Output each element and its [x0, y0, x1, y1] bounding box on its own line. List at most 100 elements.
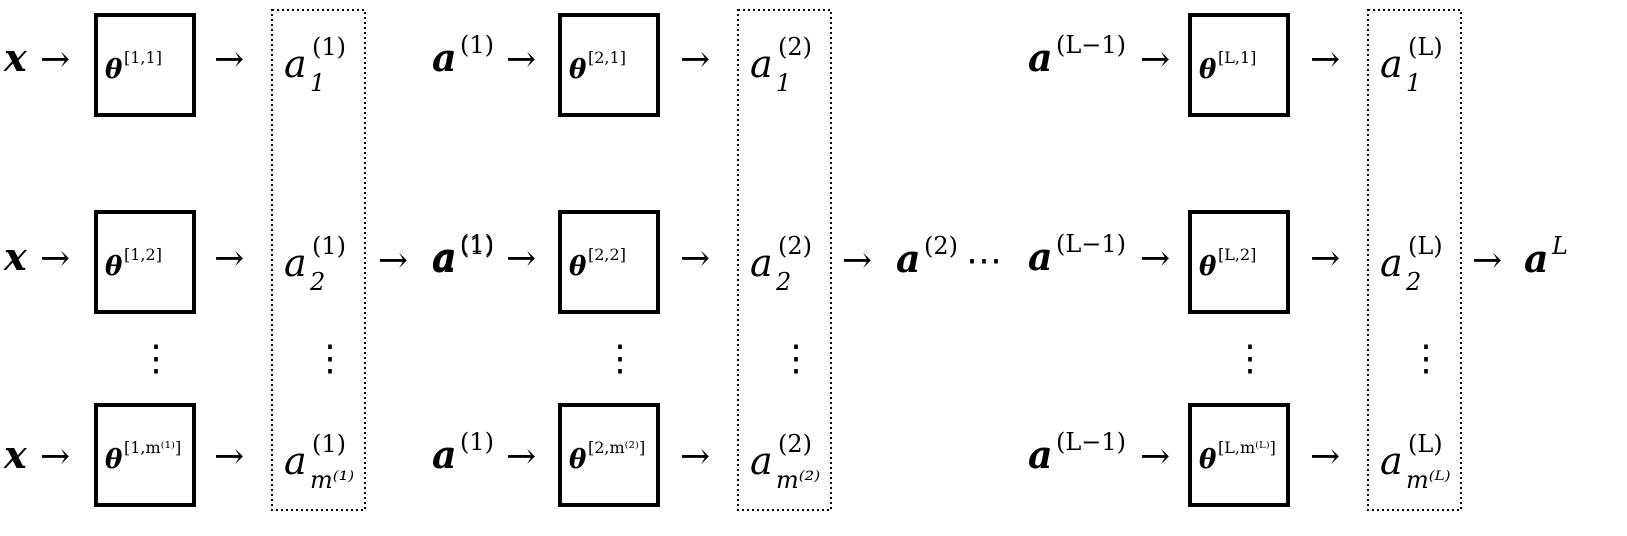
theta-box-l3r3-sup: [L,m⁽ᴸ⁾] [1218, 438, 1276, 457]
theta-box-l2r1: θ[2,1] [558, 13, 660, 117]
input-layer2-row3-sup: (1) [460, 428, 494, 456]
activation-l1r1-sub: 1 [310, 69, 325, 97]
activation-l3r1-sub: 1 [1406, 69, 1421, 97]
activation-l2r3-sup: (2) [778, 430, 812, 458]
theta-box-l3r3: θ[L,m⁽ᴸ⁾] [1188, 403, 1290, 507]
activation-l1r1: a(1)1 [284, 33, 346, 97]
input-layer3-row1-sup: (L−1) [1056, 31, 1126, 59]
link-a2-middle-base: a [896, 236, 921, 281]
link-a1-middle-base: a [432, 236, 457, 281]
activation-column-3 [1367, 9, 1462, 511]
activation-l2r3: a(2) m⁽²⁾ [750, 430, 820, 494]
vdots-theta-l1: ⋮ [138, 338, 174, 379]
theta-box-l1r1-theta: θ [105, 55, 123, 85]
activation-l1r3-sup: (1) [312, 430, 346, 458]
arrow-out-l3r1: → [1310, 39, 1340, 80]
arrow-out-l1r2: → [214, 238, 244, 279]
theta-box-l1r3-sup: [1,m⁽¹⁾] [124, 438, 181, 457]
theta-box-l3r3-frame [1188, 403, 1290, 507]
input-layer3-row1: a(L−1) [1028, 31, 1126, 80]
final-output-sup: L [1551, 232, 1568, 260]
arrow-in-l3r1: → [1140, 39, 1170, 80]
input-layer1-row3: x [3, 432, 28, 477]
input-layer3-row1-base: a [1028, 35, 1053, 80]
theta-box-l3r1-theta: θ [1199, 55, 1217, 85]
arrow-out-l1r3: → [214, 436, 244, 477]
activation-l1r1-base: a [284, 42, 307, 86]
theta-box-l2r2-frame [558, 210, 660, 314]
theta-box-l2r1-sup: [2,1] [588, 48, 626, 67]
input-layer2-row2: a(1) [432, 230, 494, 279]
activation-l1r3: a(1) m⁽¹⁾ [284, 430, 354, 494]
input-layer2-row3: a(1) [432, 428, 494, 477]
activation-l3r3-sub: m⁽ᴸ⁾ [1406, 466, 1451, 494]
link-a2-middle: a(2) [896, 232, 958, 281]
theta-box-l3r2-theta: θ [1199, 252, 1217, 282]
vdots-activation-l3: ⋮ [1408, 338, 1444, 379]
activation-l2r3-sub: m⁽²⁾ [776, 466, 820, 494]
activation-l3r2: a(L) 2 [1380, 232, 1443, 296]
theta-box-l3r2-sup: [L,2] [1218, 245, 1256, 264]
activation-l3r1-base: a [1380, 42, 1403, 86]
arrow-in-l2r3: → [506, 436, 536, 477]
arrow-out-l2r1: → [680, 39, 710, 80]
activation-l2r2: a(2)2 [750, 232, 812, 296]
activation-l3r1: a(L) 1 [1380, 33, 1443, 97]
input-layer3-row3: a(L−1) [1028, 428, 1126, 477]
input-layer2-row1: a(1) [432, 31, 494, 80]
theta-box-l1r1: θ[1,1] [94, 13, 196, 117]
link-a2-middle-sup: (2) [924, 232, 958, 260]
theta-box-l1r2-theta: θ [105, 252, 123, 282]
input-layer1-row2: x [3, 234, 28, 279]
ellipsis: ⋯ [966, 240, 1002, 281]
vdots-theta-l3: ⋮ [1232, 338, 1268, 379]
theta-box-l2r1-theta: θ [569, 55, 587, 85]
theta-box-l2r3: θ[2,m⁽²⁾] [558, 403, 660, 507]
activation-l1r2-sub: 2 [309, 268, 325, 296]
activation-l3r1-sup: (L) [1408, 33, 1443, 61]
final-output-base: a [1524, 236, 1549, 281]
input-layer3-row3-base: a [1028, 432, 1053, 477]
arrow-in-l3r3: → [1140, 436, 1170, 477]
activation-l3r2-sup: (L) [1408, 232, 1443, 260]
activation-l2r1-sub: 1 [776, 69, 791, 97]
activation-l2r1-base: a [750, 42, 773, 86]
arrow-final: → [1472, 240, 1502, 281]
activation-column-1 [271, 9, 366, 511]
activation-l3r2-sub: 2 [1405, 268, 1421, 296]
theta-box-l2r3-frame [558, 403, 660, 507]
arrow-in-l1r2: → [40, 238, 70, 279]
arrow-out-l3r2: → [1310, 238, 1340, 279]
activation-l1r3-sub: m⁽¹⁾ [310, 466, 354, 494]
theta-box-l2r3-theta: θ [569, 445, 587, 475]
arrow-in-l3r2: → [1140, 238, 1170, 279]
activation-l1r3-base: a [284, 439, 307, 483]
input-layer2-row3-base: a [432, 432, 457, 477]
activation-l2r1: a(2)1 [750, 33, 812, 97]
arrow-in-l1r1: → [40, 39, 70, 80]
input-layer2-row1-sup: (1) [460, 31, 494, 59]
activation-l1r2: a(1)2 [284, 232, 346, 296]
activation-l3r3-base: a [1380, 439, 1403, 483]
theta-box-l2r2: θ[2,2] [558, 210, 660, 314]
activation-l2r2-sup: (2) [778, 232, 812, 260]
input-layer2-row2-base: a [432, 234, 457, 279]
theta-box-l3r1-sup: [L,1] [1218, 48, 1256, 67]
input-layer1-row1: x [3, 35, 28, 80]
activation-l3r2-base: a [1380, 241, 1403, 285]
activation-l2r3-base: a [750, 439, 773, 483]
arrow-link-1: → [378, 240, 408, 281]
vdots-theta-l2: ⋮ [602, 338, 638, 379]
input-layer3-row2: a(L−1) [1028, 230, 1126, 279]
activation-l2r2-sub: 2 [775, 268, 791, 296]
input-layer3-row2-base: a [1028, 234, 1053, 279]
arrow-out-l3r3: → [1310, 436, 1340, 477]
link-a1-middle: a(1) [432, 232, 494, 281]
theta-box-l3r2: θ[L,2] [1188, 210, 1290, 314]
theta-box-l3r1-frame [1188, 13, 1290, 117]
vdots-activation-l2: ⋮ [778, 338, 814, 379]
theta-box-l2r2-theta: θ [569, 252, 587, 282]
link-a1-middle-sup: (1) [460, 232, 494, 260]
arrow-in-l2r1: → [506, 39, 536, 80]
